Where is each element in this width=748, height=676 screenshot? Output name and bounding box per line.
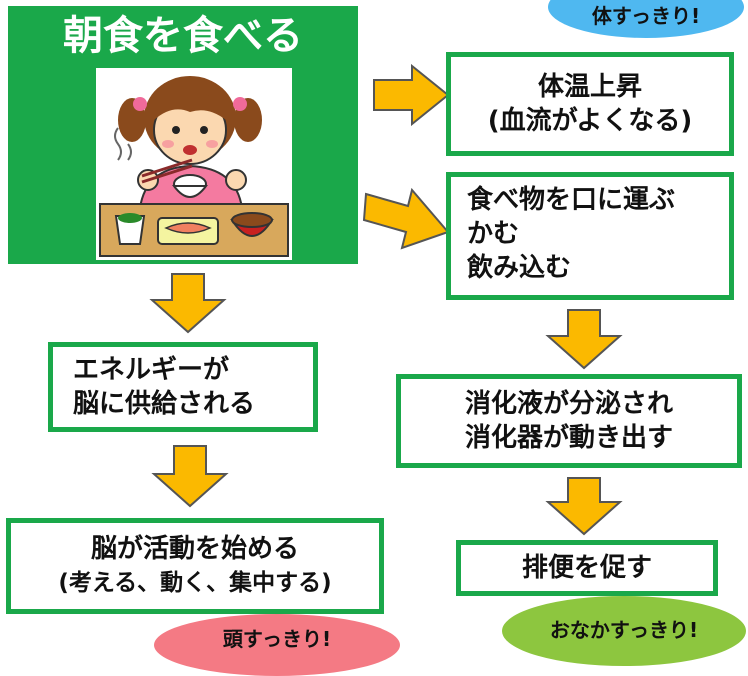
oval-body-refreshed-text: 体すっきり! — [591, 3, 701, 28]
box-digestive: 消化液が分泌され 消化器が動き出す — [396, 374, 742, 468]
box-defecation: 排便を促す — [456, 540, 718, 596]
eating-line2: かむ — [467, 219, 520, 249]
brain-line1: 脳が活動を始める — [90, 534, 299, 564]
main-breakfast-panel: 朝食を食べる — [8, 6, 358, 264]
arrow-down-to-defecation — [545, 477, 623, 536]
defecation-line1: 排便を促す — [521, 553, 652, 583]
energy-line2: 脳に供給される — [73, 389, 256, 419]
arrow-down-to-brain — [151, 445, 229, 508]
box-body-temperature: 体温上昇 (血流がよくなる) — [446, 52, 734, 156]
arrow-down-to-digestive — [545, 309, 623, 370]
oval-body-refreshed: 体すっきり! — [548, 0, 744, 38]
box-eating: 食べ物を口に運ぶ かむ 飲み込む — [446, 172, 734, 300]
body-temp-line1: 体温上昇 — [537, 72, 642, 102]
girl-eating-illustration — [96, 68, 292, 260]
box-energy: エネルギーが 脳に供給される — [48, 342, 318, 432]
oval-stomach-refreshed-text: おなかすっきり! — [549, 617, 699, 642]
oval-head-refreshed-text: 頭すっきり! — [222, 626, 332, 651]
arrow-down-to-energy — [149, 273, 227, 334]
body-temp-line2: (血流がよくなる) — [487, 106, 693, 136]
digestive-line1: 消化液が分泌され — [464, 389, 673, 419]
energy-line1: エネルギーが — [73, 355, 230, 385]
eating-line1: 食べ物を口に運ぶ — [467, 185, 676, 215]
oval-head-refreshed: 頭すっきり! — [154, 614, 400, 676]
brain-line2: (考える、動く、集中する) — [58, 570, 332, 596]
box-brain-activity: 脳が活動を始める (考える、動く、集中する) — [6, 518, 384, 614]
oval-stomach-refreshed: おなかすっきり! — [502, 596, 746, 666]
eating-line3: 飲み込む — [467, 253, 572, 283]
arrow-diagonal-to-eating — [362, 187, 450, 250]
digestive-line2: 消化器が動き出す — [464, 423, 673, 453]
main-title: 朝食を食べる — [63, 13, 303, 59]
arrow-right-to-body-temp — [373, 64, 450, 126]
